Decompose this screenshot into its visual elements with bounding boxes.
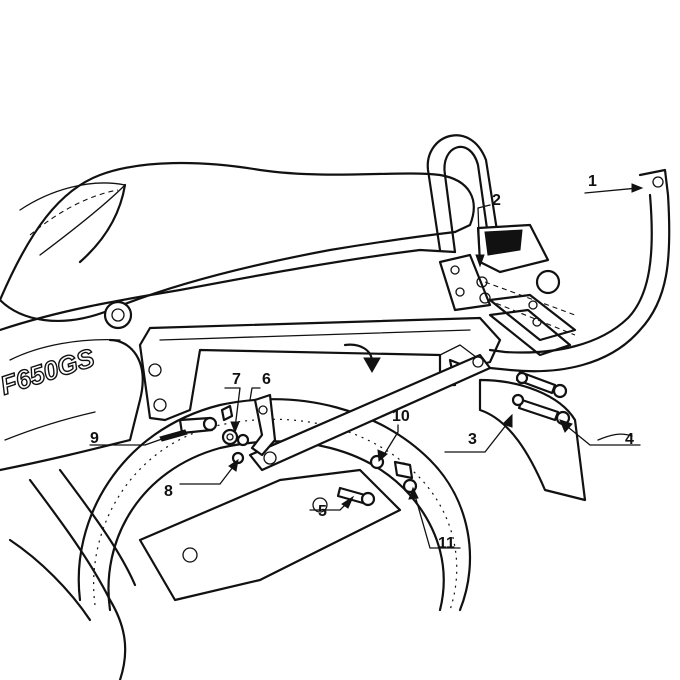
callout-5: 5 bbox=[318, 503, 327, 520]
callout-labels: 1 2 3 4 5 6 7 8 9 10 11 bbox=[90, 173, 634, 552]
callout-8: 8 bbox=[164, 483, 173, 500]
callout-6: 6 bbox=[262, 371, 271, 388]
washer-7 bbox=[221, 428, 239, 446]
bolt-7 bbox=[220, 404, 234, 422]
spacer-block-3 bbox=[484, 281, 577, 357]
bolt-5 bbox=[336, 486, 376, 507]
bolt-set-4 bbox=[511, 370, 571, 426]
rack-handle-loop bbox=[488, 168, 671, 441]
nut-8 bbox=[231, 451, 245, 465]
rotation-arrow-icon bbox=[343, 343, 381, 374]
callout-1: 1 bbox=[588, 173, 597, 190]
mounting-plate-2 bbox=[438, 253, 492, 312]
callout-2: 2 bbox=[492, 192, 501, 209]
hardware-7-8-9 bbox=[159, 404, 250, 465]
frame-rail-left bbox=[8, 468, 137, 680]
nut-7 bbox=[236, 433, 250, 447]
callout-4: 4 bbox=[625, 431, 634, 448]
seat-lock-icon bbox=[103, 300, 133, 330]
callout-9: 9 bbox=[90, 430, 99, 447]
callout-3: 3 bbox=[468, 431, 477, 448]
callout-7: 7 bbox=[232, 371, 241, 388]
callout-11: 11 bbox=[438, 535, 455, 552]
bolt-11 bbox=[393, 460, 414, 480]
passenger-grab-handle bbox=[426, 134, 502, 254]
callout-10: 10 bbox=[392, 408, 410, 425]
model-decal: F650GS bbox=[0, 342, 99, 401]
rear-mudguard bbox=[138, 378, 587, 602]
tail-light bbox=[476, 223, 561, 295]
callout-leaders bbox=[89, 183, 644, 549]
bolt-9 bbox=[159, 429, 188, 442]
mounting-bracket-6 bbox=[250, 393, 277, 457]
side-carrier-plate bbox=[138, 316, 502, 422]
diagonal-strut bbox=[248, 353, 492, 472]
motorcycle-seat bbox=[0, 161, 475, 322]
